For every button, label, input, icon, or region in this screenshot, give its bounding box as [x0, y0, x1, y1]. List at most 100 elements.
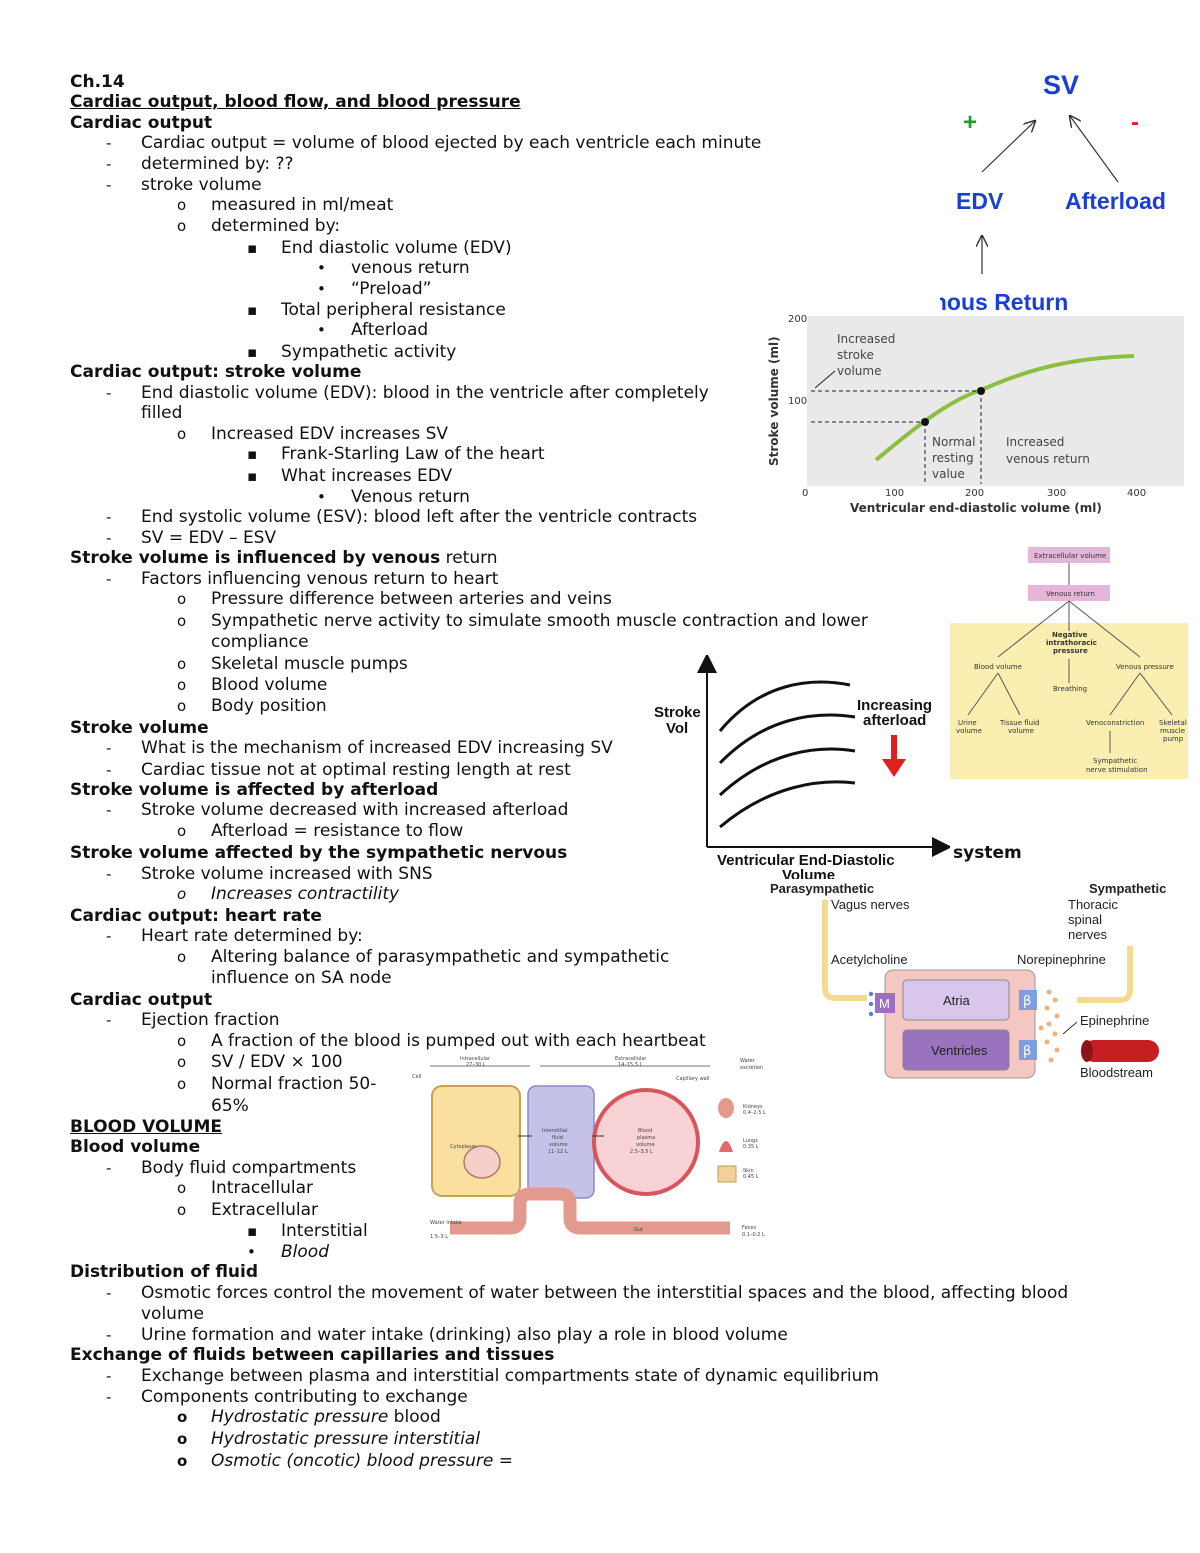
- label-water-intake-1: Water intake: [430, 1220, 462, 1226]
- ann-increased-stroke-3: volume: [837, 364, 881, 378]
- label-extracellular-2: 14–15.5 L: [618, 1062, 643, 1068]
- node-skeletal-3: pump: [1163, 735, 1184, 743]
- flow-link-3: [1068, 600, 1141, 658]
- x-tick-0: 0: [802, 488, 808, 499]
- ann-normal-3: value: [932, 467, 965, 481]
- label-intracellular-1: Intracellular: [460, 1056, 491, 1062]
- label-feces-2: 0.1–0.2 L: [742, 1232, 765, 1238]
- ann-venous-1: Increased: [1006, 435, 1064, 449]
- node-negative-3: pressure: [1053, 647, 1088, 655]
- flow-link-6: [967, 672, 999, 716]
- note-line: BLOOD VOLUME: [70, 1117, 222, 1137]
- note-line: volume: [141, 1304, 204, 1324]
- bullet-o: o: [177, 676, 187, 694]
- note-line: Intracellular: [211, 1178, 314, 1198]
- label-plasma-4: 2.5–3.5 L: [630, 1149, 653, 1155]
- cell-compartment: [431, 1085, 521, 1197]
- bullet-dash: -: [106, 1284, 112, 1302]
- note-line: influence on SA node: [211, 968, 392, 988]
- bullet-o: o: [177, 590, 187, 608]
- y-axis-label: Stroke volume (ml): [767, 336, 781, 466]
- x-tick-200: 200: [965, 488, 984, 499]
- note-line: stroke volume: [141, 175, 262, 195]
- afterload-chart: Stroke Vol Increasing afterload Ventricu…: [654, 655, 950, 879]
- bullet-dash: -: [106, 155, 112, 173]
- bullet-o: o: [177, 1179, 187, 1197]
- note-line: Cardiac output: stroke volume: [70, 362, 362, 382]
- note-line: Cardiac tissue not at optimal resting le…: [141, 760, 571, 780]
- bullet-dash: -: [106, 1159, 112, 1177]
- note-line: Afterload: [351, 320, 429, 340]
- edv-to-sv-arrow: [981, 121, 1035, 173]
- bullet-sq: ▪: [247, 343, 258, 361]
- note-line: Ch.14: [70, 72, 125, 92]
- leader-stroke: [814, 370, 836, 389]
- beta-label-1: β: [1023, 994, 1031, 1009]
- note-line: venous return: [351, 258, 470, 278]
- note-line: End systolic volume (ESV): blood left af…: [141, 507, 698, 527]
- bullet-dash: -: [106, 761, 112, 779]
- note-line: Normal fraction 50-: [211, 1074, 377, 1094]
- note-line: compliance: [211, 632, 309, 652]
- cell-nucleus: [463, 1145, 501, 1179]
- thoracic-label-1: Thoracic: [1068, 897, 1118, 912]
- label-water-excretion-1: Water: [740, 1058, 756, 1064]
- note-line: Stroke volume increased with SNS: [141, 864, 433, 884]
- label-water-excretion-2: excretion: [740, 1065, 763, 1071]
- note-line: Increased EDV increases SV: [211, 424, 449, 444]
- note-line: Urine formation and water intake (drinki…: [141, 1325, 788, 1345]
- bullet-dash: -: [106, 529, 112, 547]
- afterload-curve-3: [718, 747, 856, 797]
- skin-icon: [717, 1165, 737, 1183]
- note-line: Distribution of fluid: [70, 1262, 259, 1282]
- ann-venous-2: venous return: [1006, 452, 1090, 466]
- note-line: Stroke volume is influenced by venous re…: [70, 548, 498, 568]
- plus-sign: +: [963, 109, 977, 136]
- beta-label-2: β: [1023, 1044, 1031, 1059]
- bullet-dash: -: [106, 570, 112, 588]
- note-line: determined by:: [211, 216, 341, 236]
- label-cytoplasm: Cytoplasm: [450, 1144, 477, 1150]
- note-line: End diastolic volume (EDV): [281, 238, 512, 258]
- node-urine-1: Urine: [958, 719, 977, 727]
- node-sympathetic-2: nerve stimulation: [1086, 766, 1148, 774]
- bullet-sq: ▪: [247, 301, 258, 319]
- note-line: Sympathetic nerve activity to simulate s…: [211, 611, 868, 631]
- bullet-o: o: [177, 425, 187, 443]
- node-blood-volume: Blood volume: [974, 663, 1022, 671]
- bullet-dot: •: [317, 280, 326, 298]
- m-receptor: [875, 993, 895, 1013]
- parasympathetic-label: Parasympathetic: [770, 881, 874, 896]
- afterload-curve-1: [718, 680, 851, 732]
- bullet-sq: ▪: [247, 445, 258, 463]
- gut-tube: [450, 1187, 730, 1235]
- beta-receptor-1: [1019, 990, 1037, 1010]
- afterload-curve-4: [719, 780, 856, 829]
- note-line: Factors influencing venous return to hea…: [141, 569, 499, 589]
- note-line: Osmotic forces control the movement of w…: [141, 1283, 1069, 1303]
- ann-increased-stroke-1: Increased: [837, 332, 895, 346]
- bullet-dot: •: [317, 488, 326, 506]
- bullet-dash: -: [106, 1367, 112, 1385]
- flow-link-9: [1139, 672, 1173, 716]
- bullet-dash: -: [106, 865, 112, 883]
- note-line: SV = EDV – ESV: [141, 528, 277, 548]
- note-line: Total peripheral resistance: [281, 300, 506, 320]
- note-line: Altering balance of parasympathetic and …: [211, 947, 670, 967]
- red-arrow-shaft: [891, 735, 897, 761]
- note-line: Components contributing to exchange: [141, 1387, 468, 1407]
- norepinephrine-label: Norepinephrine: [1017, 952, 1106, 967]
- ann-normal-2: resting: [932, 451, 974, 465]
- note-line: Blood volume: [70, 1137, 201, 1157]
- bullet-o: o: [177, 1430, 188, 1448]
- bullet-dash: -: [106, 508, 112, 526]
- bullet-dash: -: [106, 739, 112, 757]
- label-feces-1: Feces: [742, 1225, 757, 1231]
- frank-starling-chart: 200 100 Stroke volume (ml) 0 100 200 300…: [767, 314, 1184, 515]
- node-tissue-fluid-2: volume: [1008, 727, 1034, 735]
- red-arrow-head: [882, 759, 906, 777]
- bullet-dash: -: [106, 1388, 112, 1406]
- bullet-dot: •: [247, 1243, 256, 1261]
- bullet-o: o: [177, 822, 187, 840]
